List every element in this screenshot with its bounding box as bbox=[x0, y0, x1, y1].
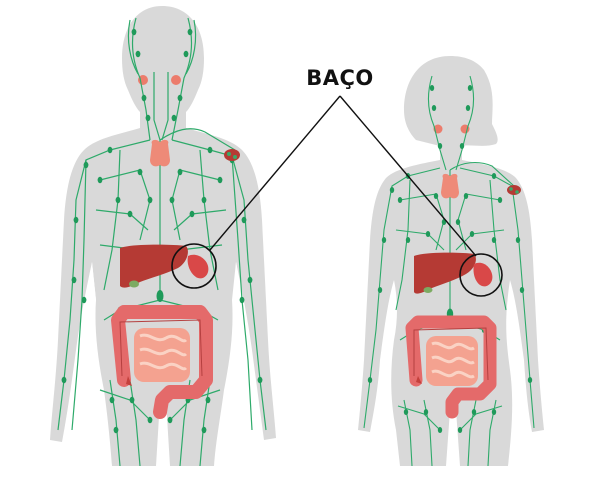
female-spleen bbox=[473, 262, 493, 287]
male-axillary-node bbox=[224, 149, 240, 161]
male-thymus bbox=[150, 139, 170, 167]
male-large-intestine bbox=[111, 305, 213, 419]
male-gallbladder bbox=[129, 280, 139, 288]
male-body-silhouette bbox=[50, 6, 276, 466]
female-axillary-node bbox=[507, 185, 521, 195]
male-figure bbox=[50, 6, 276, 467]
female-gallbladder bbox=[423, 287, 433, 293]
male-liver bbox=[120, 244, 188, 288]
female-large-intestine bbox=[405, 315, 497, 419]
male-spleen bbox=[187, 254, 209, 279]
female-liver bbox=[414, 252, 476, 294]
female-spleen-callout-circle bbox=[459, 253, 503, 297]
female-thymus bbox=[441, 173, 459, 199]
male-spleen-callout-circle bbox=[171, 243, 217, 289]
female-figure bbox=[358, 56, 544, 467]
callout-line-male bbox=[209, 95, 341, 251]
callout-line-female bbox=[339, 95, 477, 257]
callout-lines bbox=[209, 95, 477, 257]
spleen-label: BAÇO bbox=[306, 66, 374, 90]
male-tonsil-right bbox=[171, 75, 181, 85]
